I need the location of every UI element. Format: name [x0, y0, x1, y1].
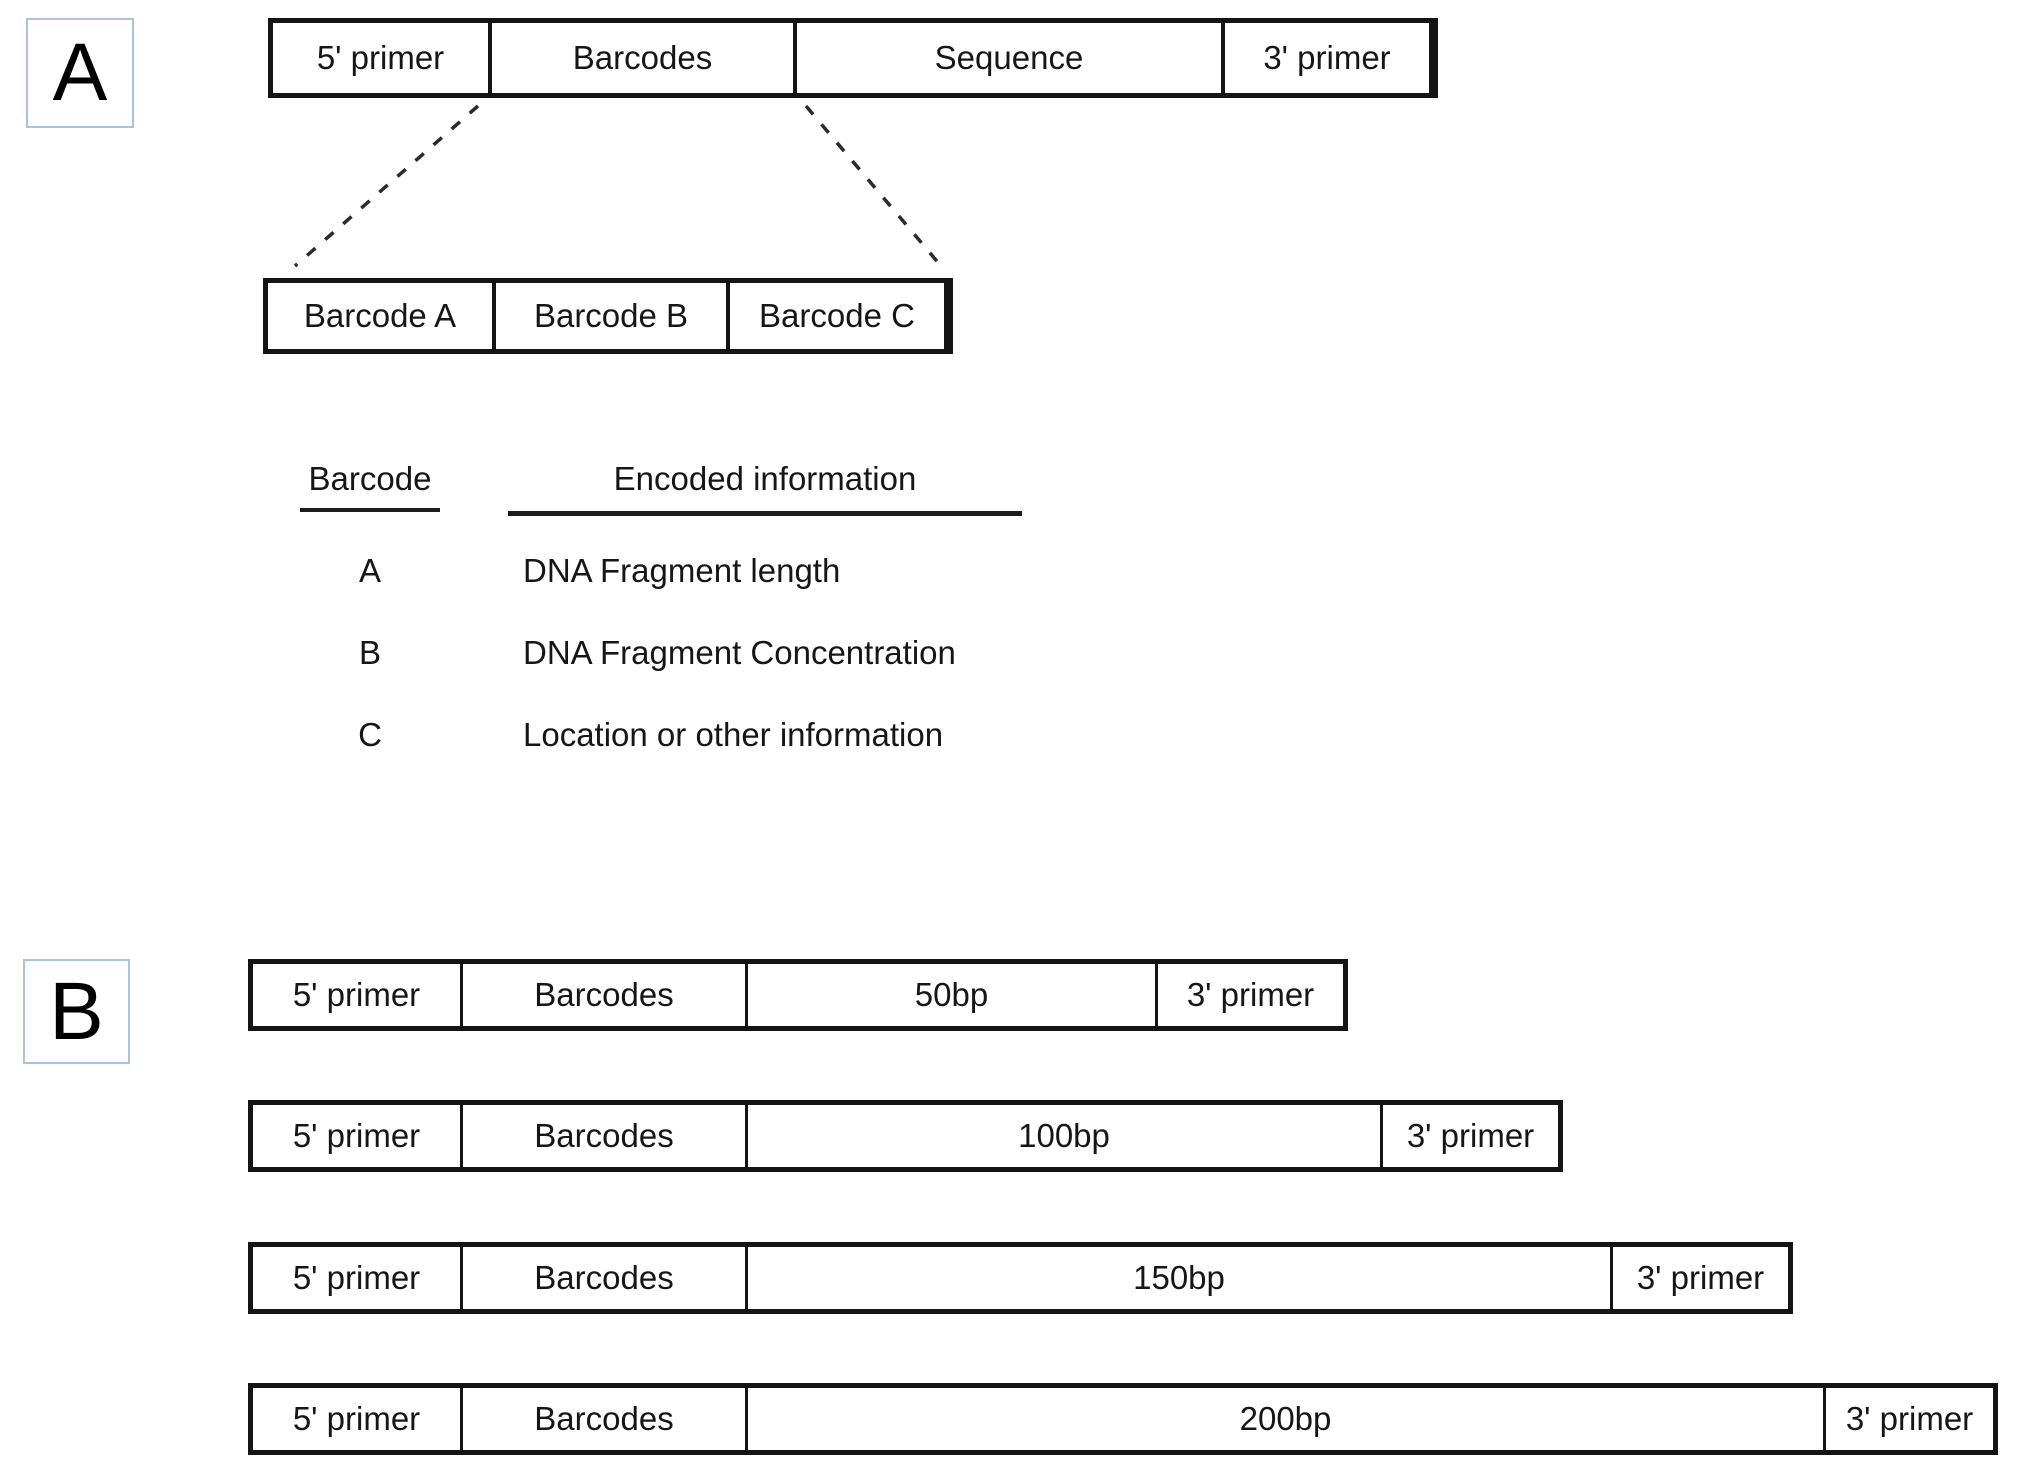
table-row-a-barcode: A: [358, 552, 381, 589]
fragment-bar-150bp: 5' primer Barcodes 150bp 3' primer: [248, 1242, 1793, 1314]
fragment-200bp-segment-5prime-primer: 5' primer: [292, 1400, 421, 1437]
fragment-100bp-segment-barcodes: Barcodes: [460, 1105, 745, 1167]
fragment-150bp-segment-length: 150bp: [745, 1247, 1610, 1309]
construct-segment-sequence: Sequence: [793, 23, 1221, 93]
construct-segment-barcodes: Barcodes: [488, 23, 793, 93]
fragment-bar-50bp: 5' primer Barcodes 50bp 3' primer: [248, 959, 1348, 1031]
fragment-50bp-segment-5prime-primer: 5' primer: [292, 976, 421, 1013]
table-row-c-info: Location or other information: [523, 716, 944, 753]
fragment-50bp-segment-3prime-primer: 3' primer: [1155, 964, 1343, 1026]
barcode-segment-c: Barcode C: [726, 283, 944, 349]
table-header-barcode-rule: [300, 508, 440, 512]
table-row-a-info: DNA Fragment length: [523, 552, 841, 589]
fragment-100bp-segment-3prime-primer: 3' primer: [1380, 1105, 1558, 1167]
barcode-sub-bar: Barcode A Barcode B Barcode C: [263, 278, 953, 354]
fragment-bar-100bp: 5' primer Barcodes 100bp 3' primer: [248, 1100, 1563, 1172]
table-row-b-barcode: B: [358, 634, 381, 671]
construct-segment-5prime-primer: 5' primer: [316, 39, 445, 76]
table-header-encoded-information: Encoded information: [613, 460, 917, 497]
barcode-segment-b: Barcode B: [492, 283, 726, 349]
fragment-100bp-segment-5prime-primer: 5' primer: [292, 1117, 421, 1154]
fragment-50bp-segment-barcodes: Barcodes: [460, 964, 745, 1026]
fragment-150bp-segment-barcodes: Barcodes: [460, 1247, 745, 1309]
fragment-200bp-segment-3prime-primer: 3' primer: [1823, 1388, 1993, 1450]
fragment-150bp-segment-5prime-primer: 5' primer: [292, 1259, 421, 1296]
construct-bar: 5' primer Barcodes Sequence 3' primer: [268, 18, 1438, 98]
table-header-barcode: Barcode: [308, 460, 432, 497]
panel-a-label: A: [26, 18, 134, 128]
panel-b-label: B: [23, 959, 130, 1064]
fragment-200bp-segment-length: 200bp: [745, 1388, 1823, 1450]
table-row-b-info: DNA Fragment Concentration: [523, 634, 956, 671]
fragment-100bp-segment-length: 100bp: [745, 1105, 1380, 1167]
barcode-segment-a: Barcode A: [303, 297, 457, 334]
construct-segment-3prime-primer: 3' primer: [1221, 23, 1429, 93]
fragment-50bp-segment-length: 50bp: [745, 964, 1155, 1026]
fragment-150bp-segment-3prime-primer: 3' primer: [1610, 1247, 1788, 1309]
table-row-c-barcode: C: [358, 716, 382, 753]
fragment-200bp-segment-barcodes: Barcodes: [460, 1388, 745, 1450]
table-header-encoded-information-rule: [508, 511, 1022, 516]
dashed-line-right: [804, 104, 943, 268]
fragment-bar-200bp: 5' primer Barcodes 200bp 3' primer: [248, 1383, 1998, 1455]
dashed-line-left: [293, 104, 480, 268]
